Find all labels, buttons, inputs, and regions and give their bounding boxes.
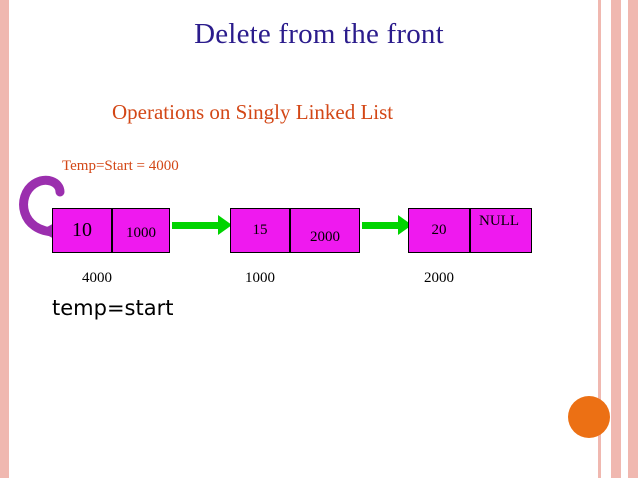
node-3-next-text: NUL bbox=[479, 213, 510, 229]
node-3-next-text-wrap: L bbox=[509, 213, 519, 229]
orange-circle-decoration bbox=[568, 396, 610, 438]
left-decor-gap bbox=[9, 0, 12, 478]
node-1-next: 1000 bbox=[112, 208, 170, 253]
right-decor-bar-2 bbox=[611, 0, 621, 478]
slide-subtitle: Operations on Singly Linked List bbox=[112, 100, 394, 124]
right-arrow-icon-2-shaft bbox=[362, 222, 400, 229]
node-3-address: 2000 bbox=[424, 270, 454, 286]
node-2-address: 1000 bbox=[245, 270, 275, 286]
node-2-data: 15 bbox=[230, 208, 290, 253]
node-2-next-text: 2000 bbox=[310, 229, 340, 245]
caption-text: temp=start bbox=[52, 296, 174, 320]
node-3-data: 20 bbox=[408, 208, 470, 253]
right-decor-bar-3 bbox=[628, 0, 638, 478]
temp-start-label: Temp=Start = 4000 bbox=[62, 158, 179, 174]
node-1-next-text: 1000 bbox=[126, 225, 156, 241]
node-2-next: 2000 bbox=[290, 208, 360, 253]
right-arrow-icon-1-shaft bbox=[172, 222, 220, 229]
right-decor-bar-1 bbox=[598, 0, 601, 478]
slide-title: Delete from the front bbox=[194, 18, 444, 50]
left-decor-bar bbox=[0, 0, 9, 478]
right-arrow-icon-1-head bbox=[218, 215, 232, 235]
node-3-next: NUL L bbox=[470, 208, 532, 253]
node-1-address: 4000 bbox=[82, 270, 112, 286]
node-1-data: 10 bbox=[52, 208, 112, 253]
